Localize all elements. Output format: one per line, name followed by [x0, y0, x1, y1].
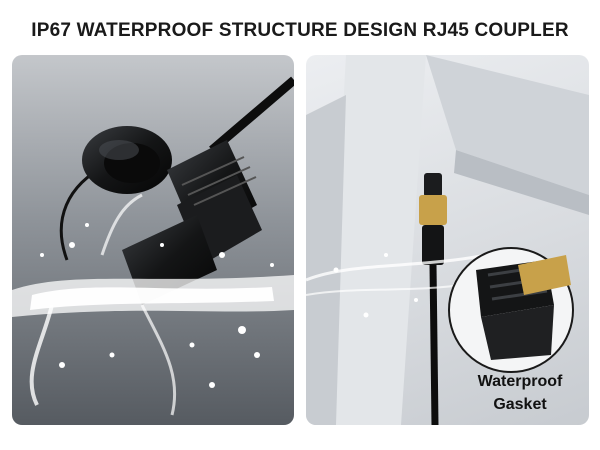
water-splash [12, 193, 294, 416]
callout-line-1: Waterproof [477, 373, 563, 390]
dust-cap [82, 126, 172, 194]
rj45-cable [419, 173, 447, 425]
connector-body [122, 140, 262, 305]
enclosure-wall [326, 55, 426, 425]
callout-line-2: Gasket [493, 396, 547, 413]
coupler-splash-illustration [12, 76, 294, 416]
mounted-coupler-photo [306, 55, 589, 425]
coupler-splash-photo [12, 55, 294, 425]
page-title: IP67 WATERPROOF STRUCTURE DESIGN RJ45 CO… [31, 20, 569, 41]
gasket-closeup-inset [448, 247, 574, 373]
cable [209, 76, 294, 154]
mounted-coupler-illustration [306, 55, 589, 425]
enclosure-ledge [426, 55, 589, 195]
